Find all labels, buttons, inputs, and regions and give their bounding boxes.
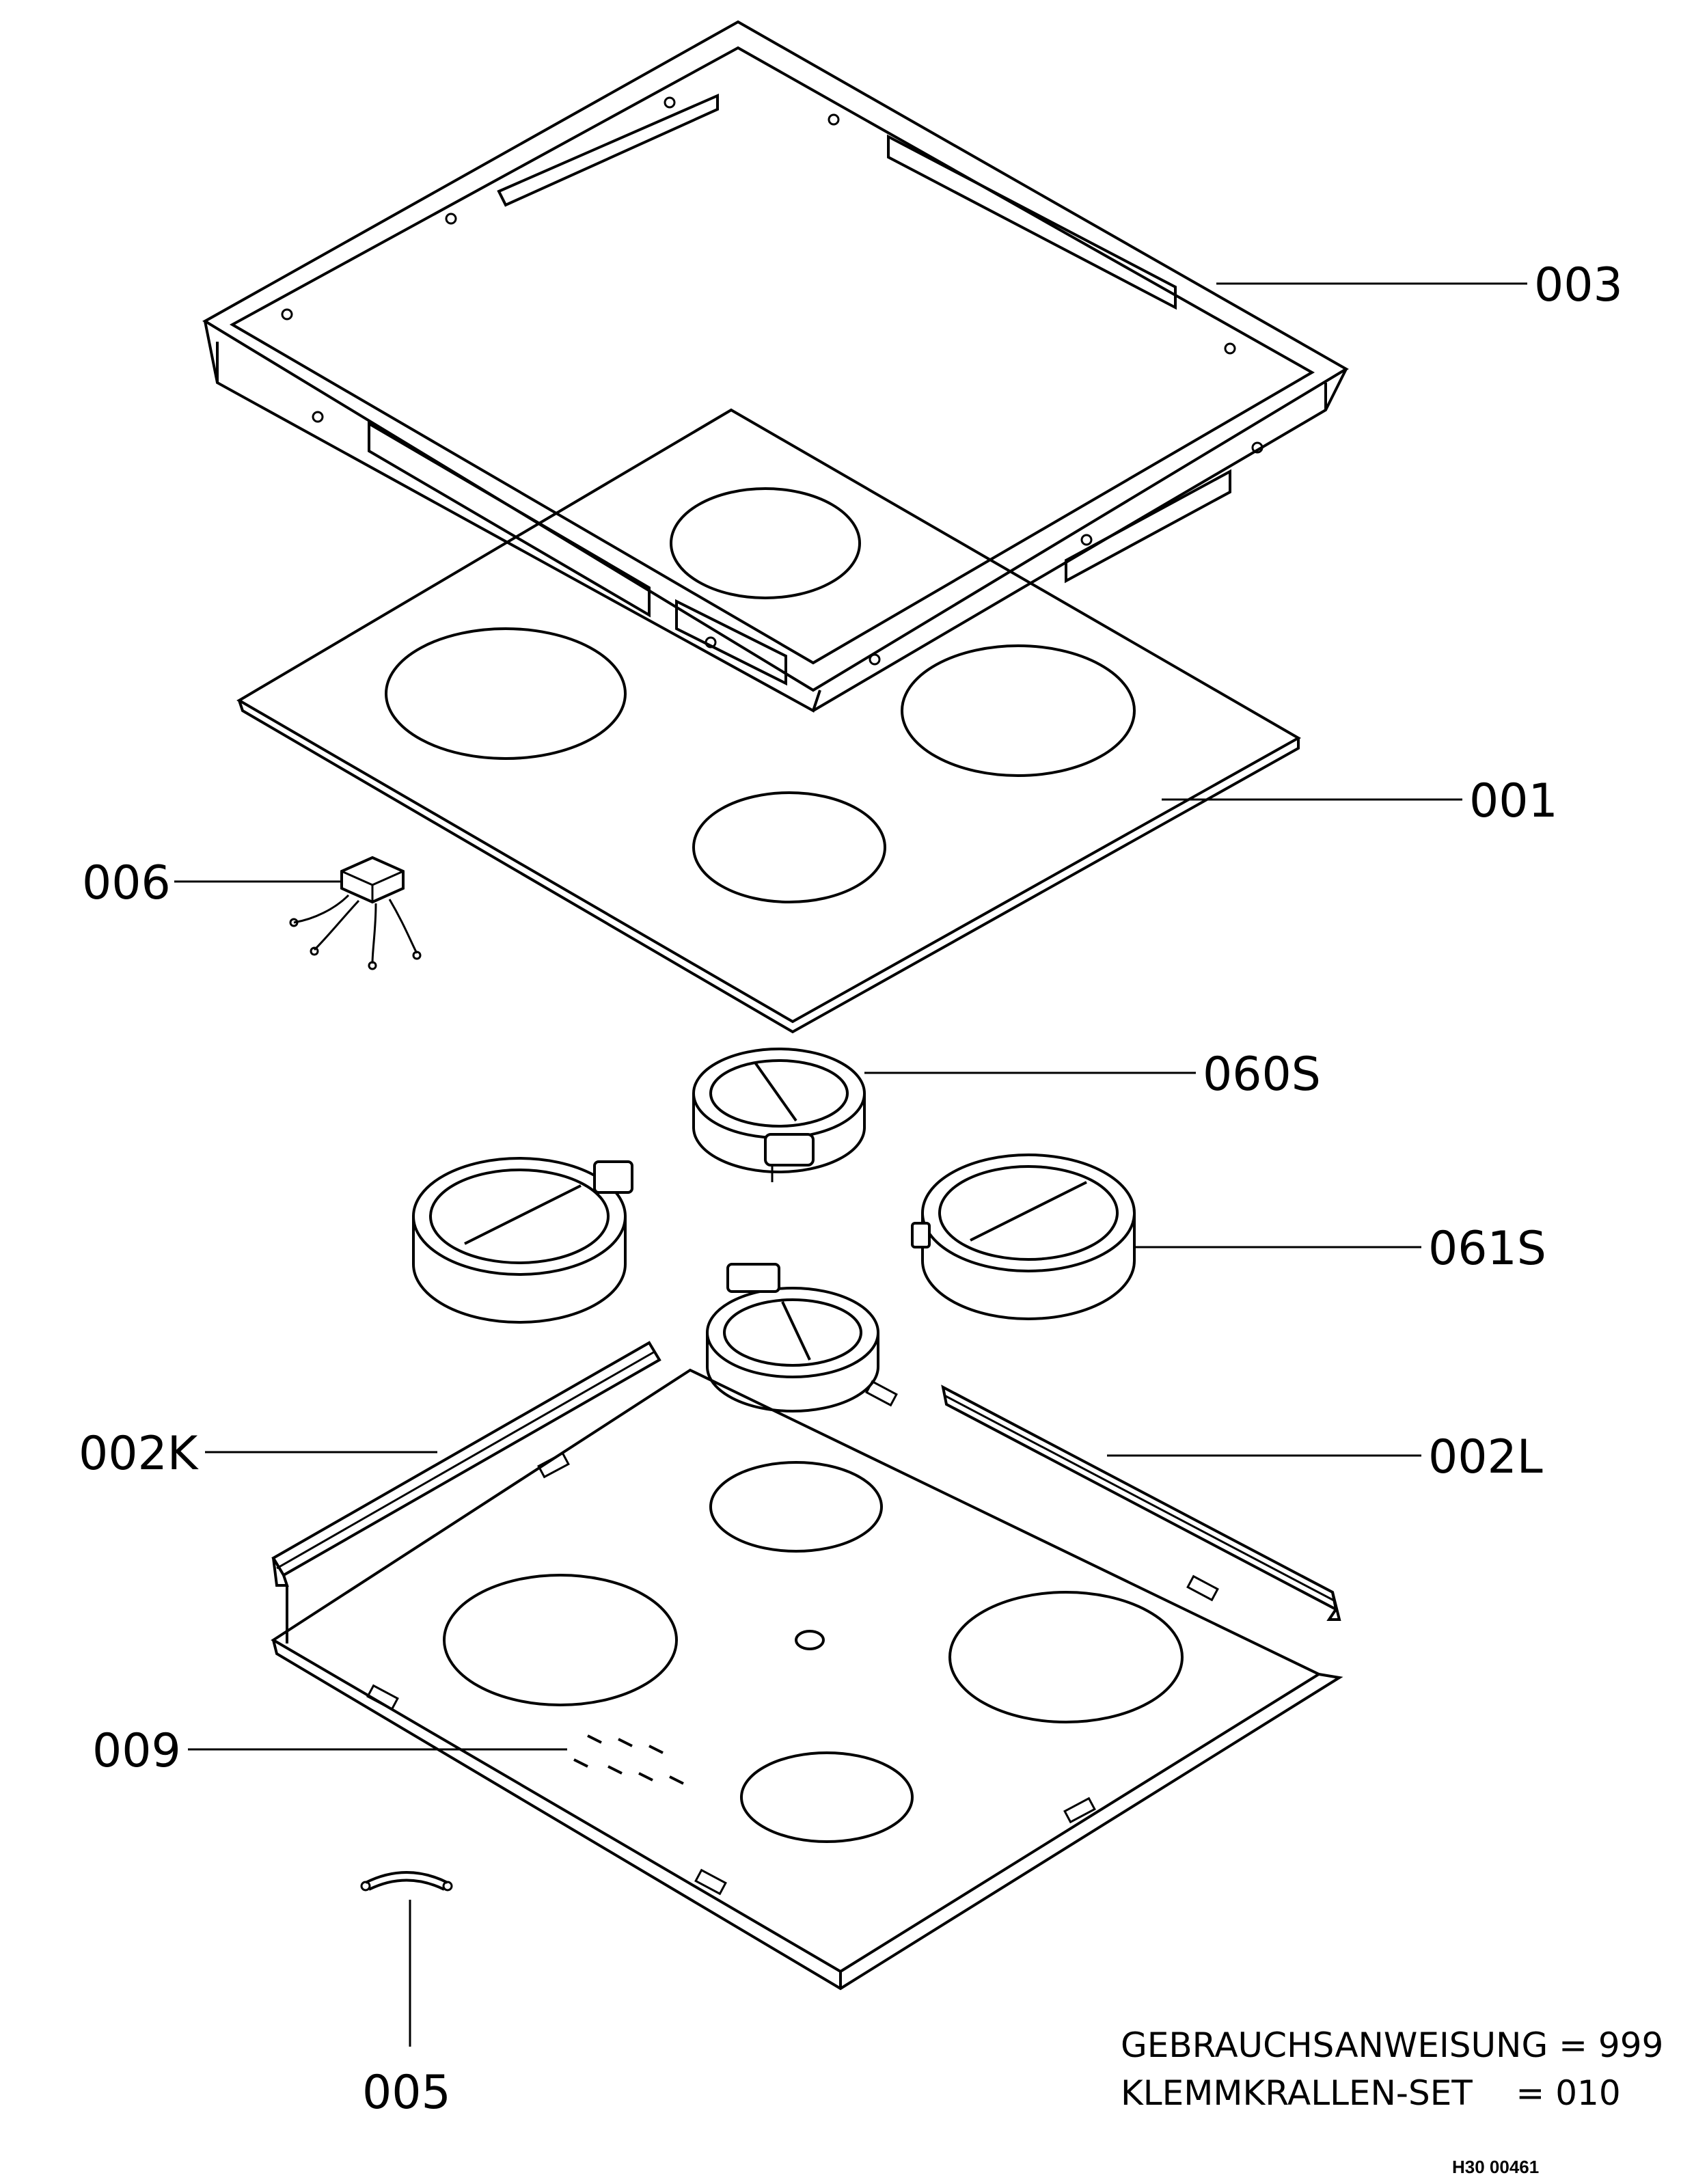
clip-005	[360, 1871, 453, 1892]
note-clamp-set: KLEMMKRALLEN-SET = 010	[1121, 2073, 1621, 2113]
heating-element-061s	[911, 1154, 1136, 1320]
label-002l: 002L	[1428, 1430, 1543, 1484]
rail-002l	[941, 1384, 1341, 1621]
label-003: 003	[1534, 258, 1623, 312]
base-tray	[271, 1368, 1343, 1991]
heating-element-060s	[692, 1048, 866, 1182]
label-001: 001	[1469, 774, 1558, 828]
heating-element-left	[412, 1157, 633, 1324]
label-060s: 060S	[1203, 1048, 1321, 1102]
clamp-marks-009	[573, 1734, 684, 1785]
label-061s: 061S	[1428, 1222, 1546, 1276]
terminal-block-006	[289, 856, 422, 970]
label-005: 005	[362, 2066, 451, 2120]
label-002k: 002K	[79, 1427, 200, 1481]
note-instructions: GEBRAUCHSANWEISUNG = 999	[1121, 2025, 1663, 2065]
label-009: 009	[92, 1724, 181, 1778]
frame-003	[202, 20, 1349, 713]
drawing-reference: H30 00461	[1452, 2157, 1539, 2177]
heating-element-front	[706, 1263, 879, 1412]
ceramic-top-001	[236, 408, 1302, 1034]
rail-002k	[271, 1341, 661, 1587]
leader-lines	[174, 282, 1527, 2047]
label-006: 006	[82, 856, 171, 910]
